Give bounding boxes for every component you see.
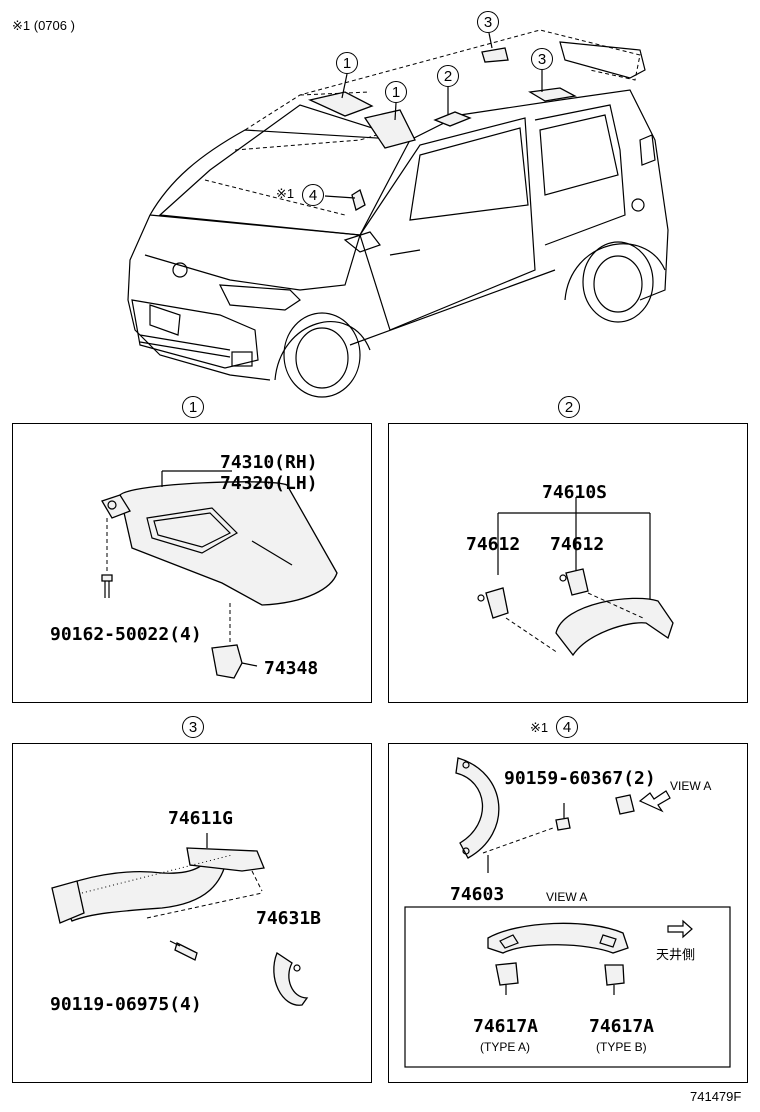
part-74617a-type-b: 74617A bbox=[589, 1016, 655, 1037]
callout-3b: 3 bbox=[531, 48, 553, 70]
rear-grip-illustration bbox=[404, 757, 731, 1068]
callout-4: 4 bbox=[302, 184, 324, 206]
sun-visor-illustration bbox=[101, 470, 338, 679]
section3-panel bbox=[12, 743, 372, 1083]
view-a-arrow-label: VIEW A bbox=[670, 779, 712, 793]
vehicle-illustration bbox=[127, 29, 669, 398]
section1-panel bbox=[12, 423, 372, 703]
section2-badge: 2 bbox=[558, 396, 580, 418]
part-90162: 90162-50022(4) bbox=[50, 624, 202, 645]
part-74603: 74603 bbox=[450, 884, 505, 905]
coat-hook-illustration bbox=[51, 833, 309, 1006]
part-74610s: 74610S bbox=[542, 482, 608, 503]
part-74320: 74320(LH) bbox=[220, 473, 318, 494]
type-b-label: (TYPE B) bbox=[596, 1040, 647, 1054]
section4-mark: ※1 bbox=[530, 720, 549, 735]
part-74631b: 74631B bbox=[256, 908, 322, 929]
part-74612-a: 74612 bbox=[466, 534, 521, 555]
callout-1a: 1 bbox=[336, 52, 358, 74]
part-74310: 74310(RH) bbox=[220, 452, 318, 473]
part-74611g: 74611G bbox=[168, 808, 234, 829]
diagram-code: 741479F bbox=[690, 1089, 742, 1104]
part-74348: 74348 bbox=[264, 658, 319, 679]
view-a-title: VIEW A bbox=[546, 890, 588, 904]
section3-badge: 3 bbox=[182, 716, 204, 738]
section4-badge: 4 bbox=[556, 716, 578, 738]
callout-3a: 3 bbox=[477, 11, 499, 33]
assist-grip-illustration bbox=[477, 497, 674, 657]
ceiling-side-label: 天井側 bbox=[656, 947, 696, 962]
callout-mark: ※1 bbox=[276, 186, 295, 201]
section1-badge: 1 bbox=[182, 396, 204, 418]
section2-panel bbox=[388, 423, 748, 703]
type-a-label: (TYPE A) bbox=[480, 1040, 531, 1054]
date-note: ※1 (0706 ) bbox=[12, 18, 75, 33]
part-74612-b: 74612 bbox=[550, 534, 605, 555]
section4-panel bbox=[388, 743, 748, 1083]
callout-1b: 1 bbox=[385, 81, 407, 103]
part-74617a-type-a: 74617A bbox=[473, 1016, 539, 1037]
callout-2: 2 bbox=[437, 65, 459, 87]
part-90119: 90119-06975(4) bbox=[50, 994, 202, 1015]
part-90159: 90159-60367(2) bbox=[504, 768, 656, 789]
